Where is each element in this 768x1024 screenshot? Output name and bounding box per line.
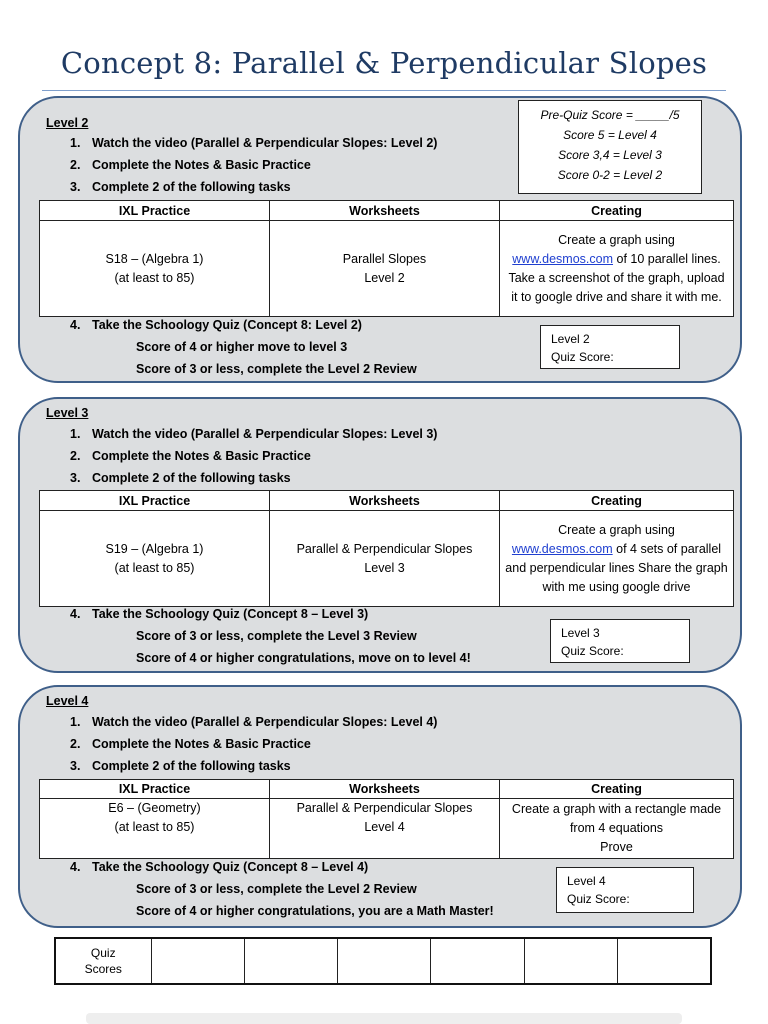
- level-4-quiz-rule-1: Score of 3 or less, complete the Level 2…: [136, 882, 417, 896]
- quiz-score-cell[interactable]: [523, 937, 619, 985]
- col-ixl-practice: IXL Practice: [39, 200, 270, 221]
- level-3-step-1: 1.Watch the video (Parallel & Perpendicu…: [70, 427, 438, 441]
- level-3-heading: Level 3: [46, 406, 89, 420]
- ixl-cell: S19 – (Algebra 1)(at least to 85): [39, 510, 270, 607]
- creating-cell: Create a graph with a rectangle made fro…: [499, 798, 734, 859]
- title-underline: [42, 90, 726, 91]
- col-worksheets: Worksheets: [269, 490, 500, 511]
- level-3-panel: Level 3 1.Watch the video (Parallel & Pe…: [18, 397, 742, 673]
- col-ixl-practice: IXL Practice: [39, 779, 270, 799]
- level-4-panel: Level 4 1.Watch the video (Parallel & Pe…: [18, 685, 742, 928]
- page-title: Concept 8: Parallel & Perpendicular Slop…: [60, 46, 708, 80]
- col-ixl-practice: IXL Practice: [39, 490, 270, 511]
- level-2-task-table: IXL Practice Worksheets Creating S18 – (…: [39, 200, 734, 317]
- col-creating: Creating: [499, 200, 734, 221]
- level-4-step-2: 2.Complete the Notes & Basic Practice: [70, 737, 311, 751]
- col-creating: Creating: [499, 779, 734, 799]
- level-4-quiz-rule-2: Score of 4 or higher congratulations, yo…: [136, 904, 494, 918]
- quiz-score-cell[interactable]: [617, 937, 712, 985]
- pre-quiz-score-box: Pre-Quiz Score = _____/5 Score 5 = Level…: [518, 100, 702, 194]
- quiz-score-cell[interactable]: [150, 937, 245, 985]
- level-4-step-3: 3.Complete 2 of the following tasks: [70, 759, 291, 773]
- level-4-step-4: 4.Take the Schoology Quiz (Concept 8 – L…: [70, 860, 369, 874]
- page-bottom-shadow: [86, 1013, 682, 1024]
- ixl-cell: S18 – (Algebra 1)(at least to 85): [39, 220, 270, 317]
- ixl-cell: E6 – (Geometry)(at least to 85): [39, 798, 270, 859]
- desmos-link[interactable]: www.desmos.com: [512, 251, 614, 266]
- level-4-heading: Level 4: [46, 694, 89, 708]
- level-2-panel: Level 2 1.Watch the video (Parallel & Pe…: [18, 96, 742, 383]
- quiz-score-cell[interactable]: [337, 937, 432, 985]
- col-worksheets: Worksheets: [269, 200, 500, 221]
- level-3-step-4: 4.Take the Schoology Quiz (Concept 8 – L…: [70, 607, 369, 621]
- quiz-score-cell[interactable]: [430, 937, 525, 985]
- level-4-task-table: IXL Practice Worksheets Creating E6 – (G…: [39, 779, 734, 859]
- level-2-quiz-rule-2: Score of 3 or less, complete the Level 2…: [136, 362, 417, 376]
- level-2-step-2: 2.Complete the Notes & Basic Practice: [70, 158, 311, 172]
- level-2-quiz-rule-1: Score of 4 or higher move to level 3: [136, 340, 348, 354]
- level-2-heading: Level 2: [46, 116, 89, 130]
- level-4-quiz-score-box: Level 4 Quiz Score:: [556, 867, 694, 913]
- col-worksheets: Worksheets: [269, 779, 500, 799]
- level-3-step-3: 3.Complete 2 of the following tasks: [70, 471, 291, 485]
- level-3-quiz-score-box: Level 3 Quiz Score:: [550, 619, 690, 663]
- level-2-step-1: 1.Watch the video (Parallel & Perpendicu…: [70, 136, 438, 150]
- level-3-quiz-rule-1: Score of 3 or less, complete the Level 3…: [136, 629, 417, 643]
- level-4-step-1: 1.Watch the video (Parallel & Perpendicu…: [70, 715, 438, 729]
- level-2-quiz-score-box: Level 2 Quiz Score:: [540, 325, 680, 369]
- level-2-step-3: 3.Complete 2 of the following tasks: [70, 180, 291, 194]
- level-3-step-2: 2.Complete the Notes & Basic Practice: [70, 449, 311, 463]
- col-creating: Creating: [499, 490, 734, 511]
- level-3-quiz-rule-2: Score of 4 or higher congratulations, mo…: [136, 651, 471, 665]
- quiz-score-cell[interactable]: [243, 937, 339, 985]
- level-3-task-table: IXL Practice Worksheets Creating S19 – (…: [39, 490, 734, 607]
- level-2-step-4: 4.Take the Schoology Quiz (Concept 8: Le…: [70, 318, 362, 332]
- desmos-link[interactable]: www.desmos.com: [511, 541, 613, 556]
